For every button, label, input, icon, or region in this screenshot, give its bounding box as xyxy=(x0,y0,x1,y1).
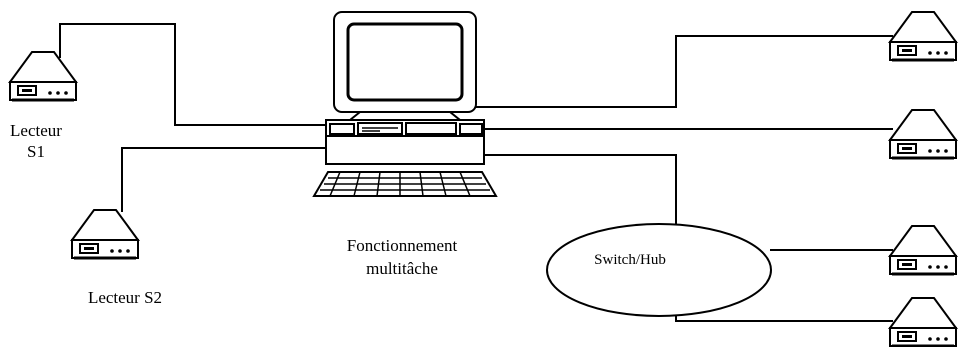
workstation-label-line1: Fonctionnement xyxy=(346,236,458,255)
reader-s1-label-line1: Lecteur xyxy=(10,121,62,140)
link-s1 xyxy=(59,23,330,126)
reader-s1-label-line2: S1 xyxy=(27,142,45,161)
link-s2 xyxy=(121,147,330,212)
reader-s2-icon xyxy=(70,208,140,260)
switch-hub-label: Switch/Hub xyxy=(594,252,666,268)
workstation-computer-icon xyxy=(312,11,498,197)
reader-right-2-icon xyxy=(888,108,958,160)
reader-right-1-icon xyxy=(888,10,958,62)
reader-right-3-icon xyxy=(888,224,958,276)
reader-s1-icon xyxy=(8,50,78,102)
workstation-label-line2: multitâche xyxy=(366,259,438,278)
switch-hub-ellipse xyxy=(546,223,772,317)
reader-right-4-icon xyxy=(888,296,958,347)
link-switch xyxy=(485,154,677,242)
reader-s2-label: Lecteur S2 xyxy=(87,288,163,307)
link-r1 xyxy=(460,35,893,108)
